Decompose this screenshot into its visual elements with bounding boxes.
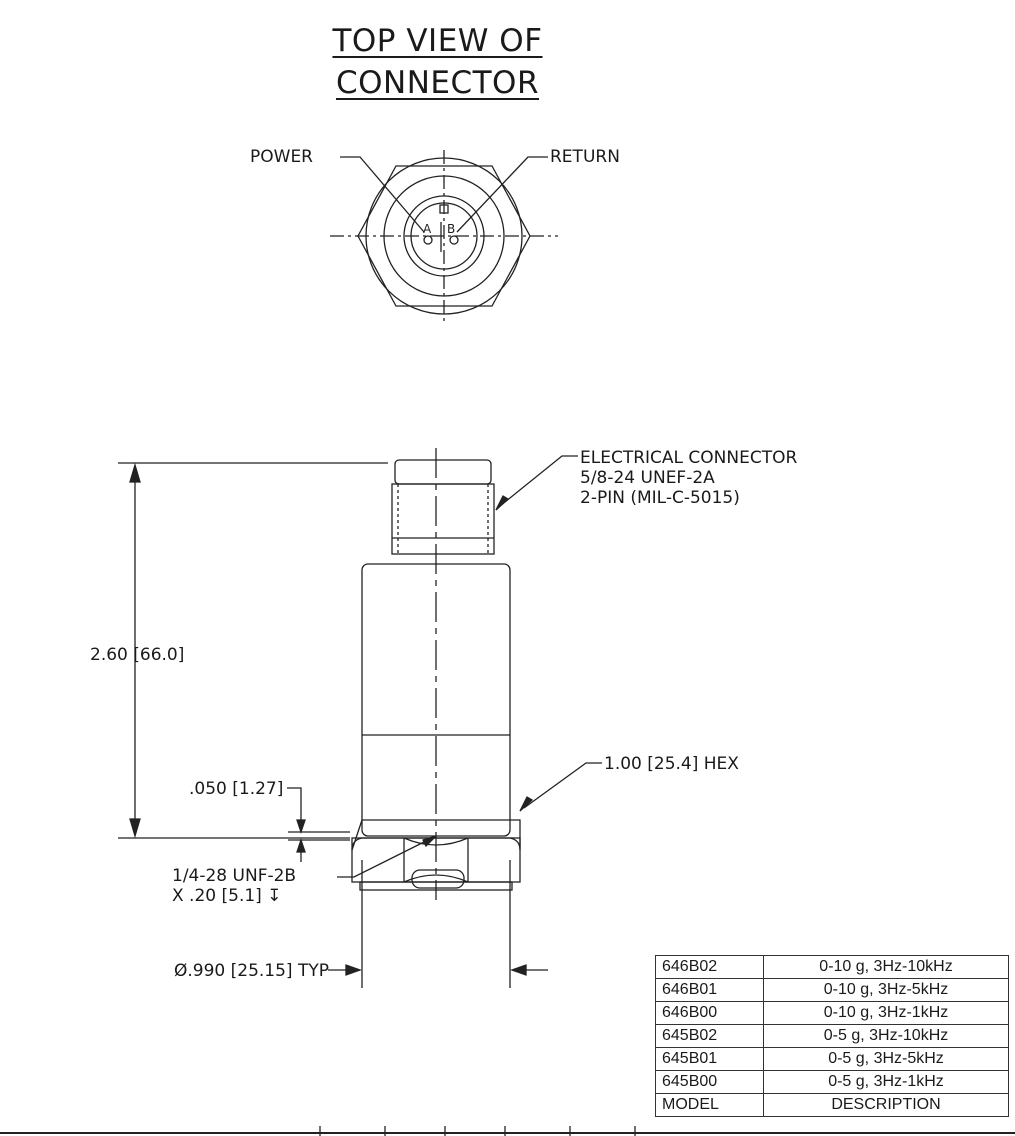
power-label: POWER: [250, 147, 313, 167]
pin-b: [449, 235, 459, 245]
model-cell: 646B01: [655, 978, 764, 1002]
connector-note-line-1: ELECTRICAL CONNECTOR: [580, 448, 798, 468]
description-cell: 0-10 g, 3Hz-1kHz: [763, 1001, 1009, 1025]
model-header: MODEL: [655, 1093, 764, 1117]
hex-leader: [523, 762, 602, 809]
description-cell: 0-10 g, 3Hz-10kHz: [763, 955, 1009, 979]
description-cell: 0-5 g, 3Hz-1kHz: [763, 1070, 1009, 1094]
description-cell: 0-5 g, 3Hz-10kHz: [763, 1024, 1009, 1048]
pin-a-label: A: [423, 222, 432, 236]
height-dimension-label: 2.60 [66.0]: [90, 645, 185, 665]
thread-note-line-1: 1/4-28 UNF-2B: [172, 866, 297, 886]
diameter-dimension: [328, 860, 548, 988]
model-cell: 645B01: [655, 1047, 764, 1071]
model-cell: 646B02: [655, 955, 764, 979]
return-label: RETURN: [550, 147, 620, 167]
power-leader: [340, 156, 425, 233]
title-line-1: TOP VIEW OF: [332, 23, 543, 59]
top-view-connector: [330, 150, 558, 322]
model-cell: 646B00: [655, 1001, 764, 1025]
thread-note-line-2: X .20 [5.1] ↧: [172, 886, 282, 906]
thread-leader: [337, 837, 433, 878]
return-leader: [456, 156, 548, 233]
base-dimension-label: .050 [1.27]: [189, 779, 284, 799]
description-header: DESCRIPTION: [763, 1093, 1009, 1117]
side-view-body: [351, 448, 521, 900]
description-cell: 0-10 g, 3Hz-5kHz: [763, 978, 1009, 1002]
hex-dimension-label: 1.00 [25.4] HEX: [604, 754, 739, 774]
model-cell: 645B02: [655, 1024, 764, 1048]
connector-leader: [499, 455, 578, 507]
height-dimension: [118, 462, 388, 839]
base-dimension: [287, 787, 350, 862]
diameter-dimension-label: Ø.990 [25.15] TYP: [174, 961, 329, 981]
pin-a: [423, 235, 433, 245]
model-cell: 645B00: [655, 1070, 764, 1094]
description-cell: 0-5 g, 3Hz-5kHz: [763, 1047, 1009, 1071]
connector-note-line-3: 2-PIN (MIL-C-5015): [580, 488, 740, 508]
connector-note-line-2: 5/8-24 UNEF-2A: [580, 468, 715, 488]
pin-b-label: B: [447, 222, 455, 236]
title-line-2: CONNECTOR: [335, 65, 540, 101]
